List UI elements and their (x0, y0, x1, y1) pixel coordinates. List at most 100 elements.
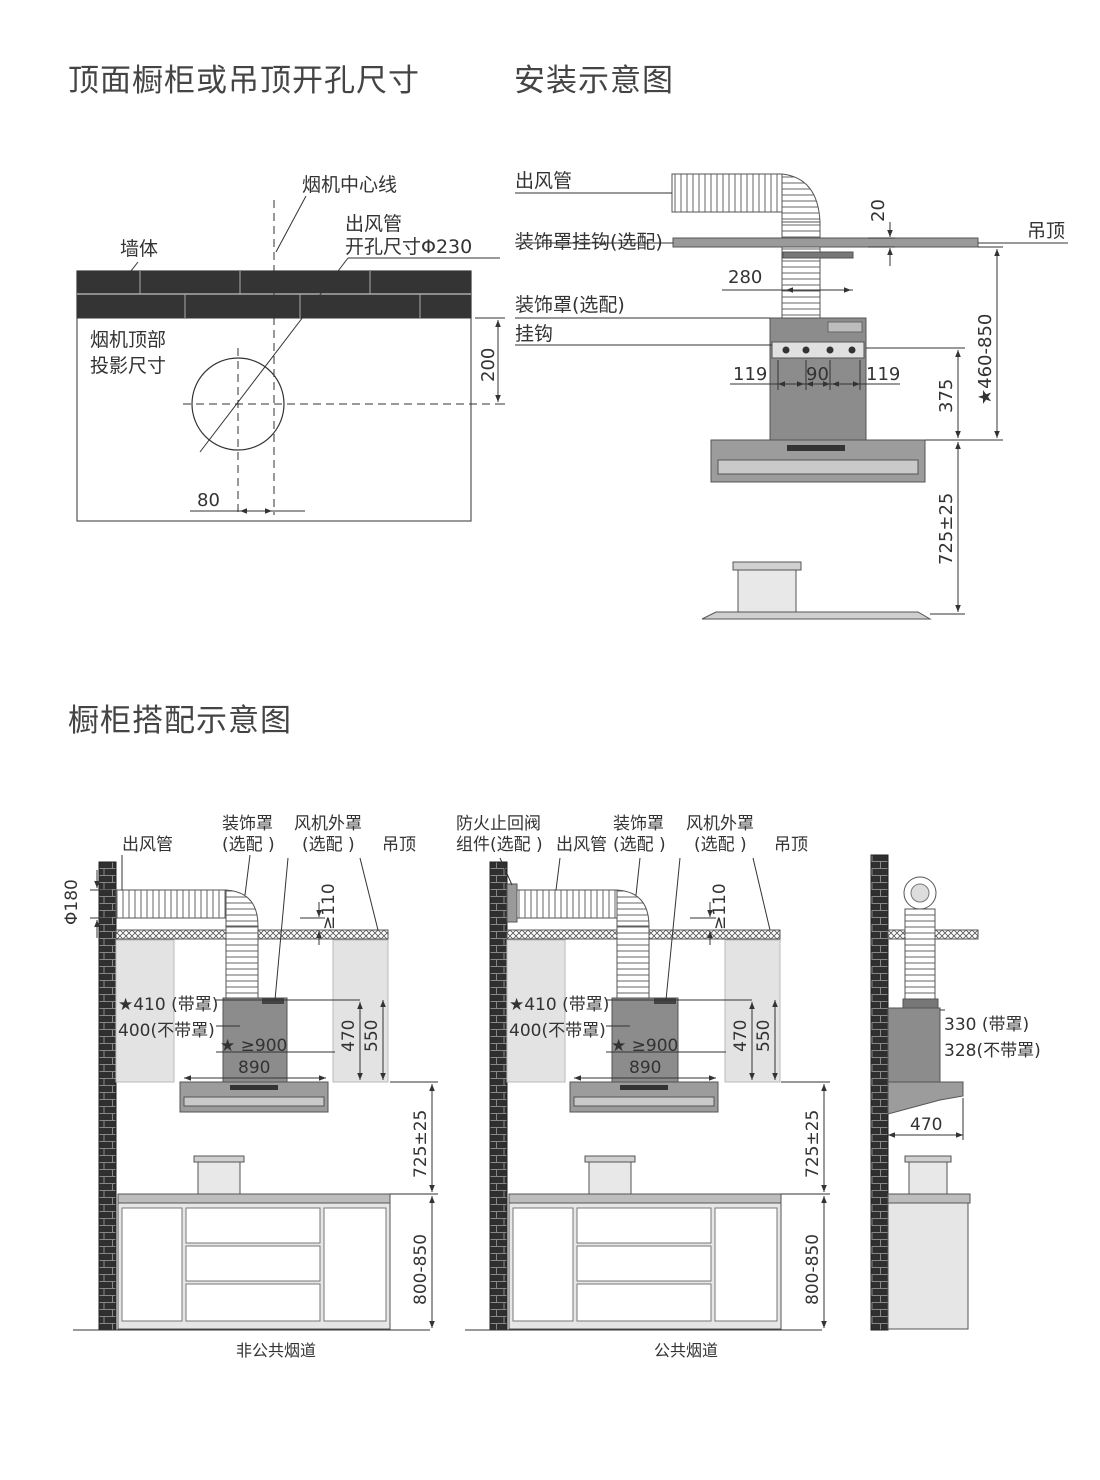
hood-chimney (769, 317, 867, 441)
d1-s900: ★ ≥900 (220, 1036, 287, 1056)
d1-label-cover2: (选配 ) (222, 835, 275, 855)
leader-cover (244, 854, 251, 896)
title-opening: 顶面橱柜或吊顶开孔尺寸 (68, 63, 420, 99)
duct-opening-circle (191, 357, 285, 451)
d2-label-ceiling: 吊顶 (774, 835, 808, 855)
d1-label-fan2: (选配 ) (302, 835, 355, 855)
install-diagram (515, 173, 1068, 620)
leader-fan (665, 857, 681, 1001)
d2-ge110: ≥110 (710, 883, 730, 930)
brick-wall (489, 861, 508, 1331)
d2-d550: 550 (754, 1020, 774, 1052)
leader-duct (199, 257, 349, 453)
brick-wall (870, 854, 889, 1331)
d1-d800: 800-850 (411, 1234, 431, 1305)
hood-intake (183, 1096, 325, 1107)
dim-375: 375 (936, 379, 957, 413)
d1-label-duct: 出风管 (122, 835, 173, 855)
leader-ceiling (359, 857, 379, 931)
title-cabinet: 橱柜搭配示意图 (68, 703, 292, 739)
duct-elbow (781, 173, 821, 223)
d1-d725: 725±25 (411, 1110, 431, 1178)
d1-phi180: Φ180 (62, 879, 82, 925)
leader-duct (555, 857, 561, 891)
d1-caption: 非公共烟道 (236, 1341, 316, 1360)
d2-label-cover1: 装饰罩 (613, 814, 664, 834)
duct-horizontal (115, 889, 227, 919)
pot-lid (732, 561, 802, 571)
d1-label-cover1: 装饰罩 (222, 814, 273, 834)
hood-display (787, 445, 845, 451)
d2-d800: 800-850 (803, 1234, 823, 1305)
dim-20: 20 (868, 199, 889, 222)
dim-119b: 119 (866, 364, 900, 385)
d2-s410: ★410 (带罩) (509, 995, 609, 1015)
brick-wall (98, 861, 117, 1331)
hood-side-chimney (887, 1007, 941, 1083)
dim-119a: 119 (733, 364, 767, 385)
d2-s400: 400(不带罩) (509, 1021, 606, 1041)
d3-s328: 328(不带罩) (944, 1041, 1041, 1061)
duct-elbow (616, 889, 650, 927)
duct-horizontal (516, 889, 618, 919)
fire-valve (506, 883, 518, 923)
label-install-hook: 挂钩 (515, 323, 553, 345)
ceiling-board (672, 237, 979, 248)
pot (588, 1159, 632, 1195)
d2-label-cover2: (选配 ) (613, 835, 666, 855)
duct-vertical (904, 908, 936, 1000)
hood-intake (717, 459, 919, 475)
countertop (117, 1193, 391, 1204)
dim-90: 90 (806, 364, 829, 385)
d1-label-ceiling: 吊顶 (382, 835, 416, 855)
d2-label-fan2: (选配 ) (694, 835, 747, 855)
d1-s400: 400(不带罩) (118, 1021, 215, 1041)
hood-intake (573, 1096, 715, 1107)
label-install-hook-opt: 装饰罩挂钩(选配) (515, 231, 663, 253)
label-install-cover: 装饰罩(选配) (515, 294, 625, 316)
d1-s890: 890 (238, 1058, 270, 1078)
countertop (508, 1193, 782, 1204)
leader-cover (635, 857, 641, 896)
duct-vertical (781, 221, 821, 323)
leader-fan (274, 857, 289, 1001)
leader-valve (499, 857, 513, 886)
d2-s900: ★ ≥900 (611, 1036, 678, 1056)
dim-725: 725±25 (936, 493, 957, 565)
d1-d550: 550 (362, 1020, 382, 1052)
d1-ge110: ≥110 (319, 883, 339, 930)
label-duct-line1: 出风管 (345, 213, 402, 235)
duct-horizontal (671, 173, 783, 213)
d3-d470: 470 (910, 1115, 942, 1135)
d3-s330: 330 (带罩) (944, 1015, 1029, 1035)
cabinet-diagram-1 (73, 854, 438, 1331)
d1-d470: 470 (339, 1020, 359, 1052)
d2-label-valve1: 防火止回阀 (456, 814, 541, 834)
hood-chimney-top (827, 321, 863, 333)
label-install-ceiling: 吊顶 (1027, 220, 1065, 242)
d2-label-duct: 出风管 (556, 835, 607, 855)
dim-460: ★460-850 (975, 314, 996, 405)
duct-vertical (225, 925, 259, 999)
leader-ceiling (752, 857, 771, 931)
duct-elbow (225, 889, 259, 927)
label-center-line: 烟机中心线 (302, 174, 397, 196)
d1-label-fan1: 风机外罩 (294, 814, 362, 834)
cover-hook-bracket (782, 251, 854, 259)
title-install: 安装示意图 (514, 63, 674, 99)
countertop (887, 1193, 971, 1204)
label-install-duct: 出风管 (515, 170, 572, 192)
pot (197, 1159, 241, 1195)
upper-cabinet-left (115, 939, 175, 1083)
label-projection-2: 投影尺寸 (90, 355, 166, 377)
dim-80: 80 (197, 490, 220, 511)
cabinet-diagram-3 (870, 854, 979, 1331)
hood-side-body (887, 1081, 964, 1115)
cabinet-diagram-2 (465, 857, 830, 1331)
opening-diagram (76, 195, 505, 522)
d2-caption: 公共烟道 (654, 1341, 718, 1360)
hood-chimney (222, 997, 288, 1083)
d2-s890: 890 (629, 1058, 661, 1078)
label-duct-line2: 开孔尺寸Φ230 (345, 236, 472, 258)
